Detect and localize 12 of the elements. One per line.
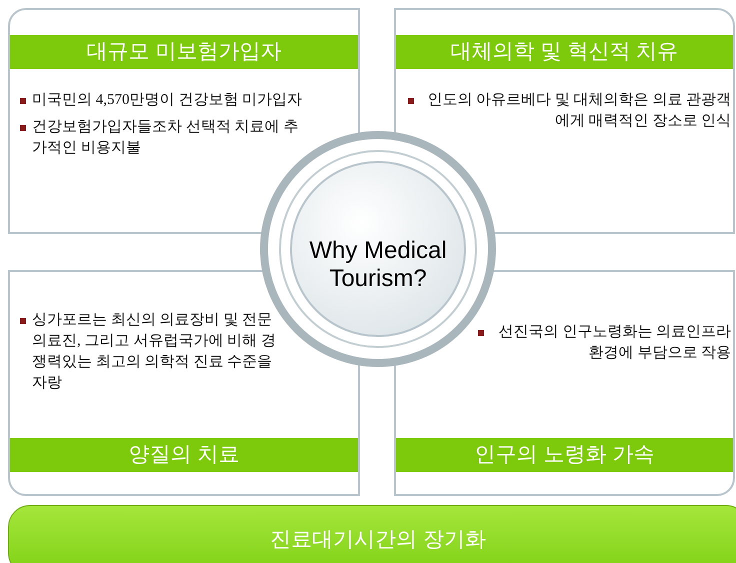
bullet-text: 미국민의 4,570만명이 건강보험 미가입자 [18, 90, 302, 111]
bullet-text: 인도의 아유르베다 및 대체의학은 의료 관광객에게 매력적인 장소로 인식 [406, 90, 731, 132]
quadrant-panel [8, 8, 360, 234]
panel-heading: 양질의 치료 [10, 438, 358, 472]
bullet-text: 건강보험가입자들조차 선택적 치료에 추가적인 비용지불 [18, 117, 303, 159]
quadrant-panel [394, 8, 735, 234]
bottom-banner: 진료대기시간의 장기화 [8, 505, 736, 563]
panel-heading: 인구의 노령화 가속 [396, 438, 733, 472]
bullet-text: 선진국의 인구노령화는 의료인프라 환경에 부담으로 작용 [476, 322, 731, 364]
panel-heading: 대규모 미보험가입자 [10, 35, 358, 69]
panel-heading: 대체의학 및 혁신적 치유 [396, 35, 733, 69]
bullet-text: 싱가포르는 최신의 의료장비 및 전문 의료진, 그리고 서유럽국가에 비해 경쟁력있는 최고의 의학적 진료 수준을 자랑 [18, 310, 278, 394]
